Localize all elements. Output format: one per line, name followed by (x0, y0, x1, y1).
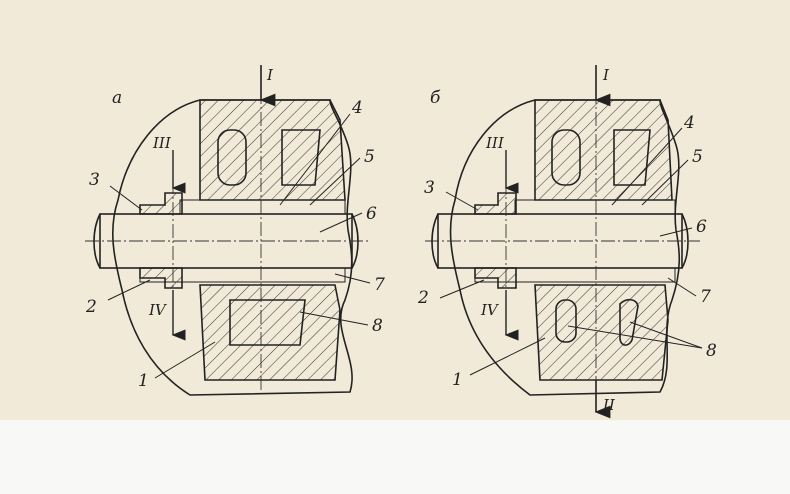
panel-b-part-5: 5 (692, 147, 703, 167)
panel-a-collar-lower (139, 267, 183, 289)
panel-a-leader-1 (154, 341, 216, 379)
panel-a-leader-2 (107, 279, 151, 301)
panel-a-leader-3 (109, 185, 143, 211)
panel-b-leader-8a (567, 325, 703, 349)
panel-b-lower-cavity-right (619, 298, 639, 346)
panel-b: б I II III IV 3 2 1 4 5 6 7 8 (417, 65, 717, 419)
panel-a-leader-6 (319, 212, 363, 233)
panel-a-part-3: 3 (89, 170, 100, 190)
panel-b-leader-6 (659, 227, 693, 237)
panel-b-upper-cavity-left (551, 129, 581, 186)
panel-a-upper-cavity-left (217, 129, 247, 186)
panel-b-upper-cavity-right (613, 129, 651, 186)
panel-a-upper-cavity-right (281, 129, 321, 186)
panel-a-part-1: 1 (138, 371, 149, 391)
panel-a-part-5: 5 (364, 147, 375, 167)
panel-b-lower-cavity-left (555, 299, 577, 343)
panel-a-seal-upper (179, 199, 346, 215)
panel-a-upper-housing (199, 99, 346, 201)
panel-a-part-7: 7 (374, 275, 385, 295)
panel-b-leader-5 (641, 159, 689, 206)
panel-b-letter: б (430, 88, 441, 108)
panel-b-break-outline (449, 99, 681, 396)
panel-a-flow-IV: IV (148, 301, 168, 319)
panel-a-leader-4 (279, 113, 351, 206)
panel-b-flow-III: III (485, 134, 505, 152)
panel-b-upper-housing (534, 99, 673, 201)
panel-b-part-4: 4 (683, 113, 695, 133)
panel-a-leader-5 (309, 157, 361, 206)
panel-a-shaft-break-left (93, 213, 101, 269)
panel-b-lower-housing (534, 284, 669, 381)
panel-a-lower-housing (199, 284, 341, 381)
panel-a-lower-cavity (229, 299, 306, 346)
panel-b-flow-IV: IV (480, 301, 500, 319)
panel-a-flow-I: I (266, 66, 274, 84)
panel-b-shaft-break-right (681, 213, 689, 269)
scan-margin-strip (0, 420, 790, 494)
panel-b-seal-upper (514, 199, 676, 215)
panel-a-letter: а (112, 88, 122, 108)
panel-b-collar-lower (474, 267, 517, 289)
panel-b-leader-8b (629, 321, 703, 349)
panel-a-flow-III: III (152, 134, 172, 152)
panel-b-part-3: 3 (424, 178, 435, 198)
panel-b-part-2: 2 (417, 288, 429, 308)
panel-a-break-outline (111, 99, 353, 396)
panel-b-part-1: 1 (452, 370, 463, 390)
panel-b-leader-1 (469, 337, 546, 376)
panel-b-flow-I: I (602, 66, 610, 84)
panel-b-leader-7 (667, 277, 697, 297)
panel-b-part-6: 6 (696, 217, 707, 237)
panel-a-shaft-break-right (351, 213, 359, 269)
panel-a: а I III IV 3 2 1 4 5 6 7 8 (85, 65, 385, 396)
panel-b-flow-II: II (602, 396, 616, 414)
panel-a-part-4: 4 (351, 98, 363, 118)
panel-a-part-6: 6 (366, 204, 377, 224)
panel-b-collar-upper (474, 192, 517, 215)
panel-a-leader-7 (334, 273, 371, 284)
panel-a-part-2: 2 (85, 297, 97, 317)
panel-a-collar-upper (139, 192, 183, 215)
panel-b-part-7: 7 (700, 287, 711, 307)
panel-b-shaft-break-left (431, 213, 439, 269)
panel-a-leader-8 (299, 311, 369, 326)
panel-b-leader-2 (439, 279, 485, 299)
panel-a-part-8: 8 (372, 316, 383, 336)
panel-b-part-8: 8 (706, 341, 717, 361)
panel-b-leader-4 (611, 127, 683, 206)
panel-b-leader-3 (445, 191, 479, 211)
